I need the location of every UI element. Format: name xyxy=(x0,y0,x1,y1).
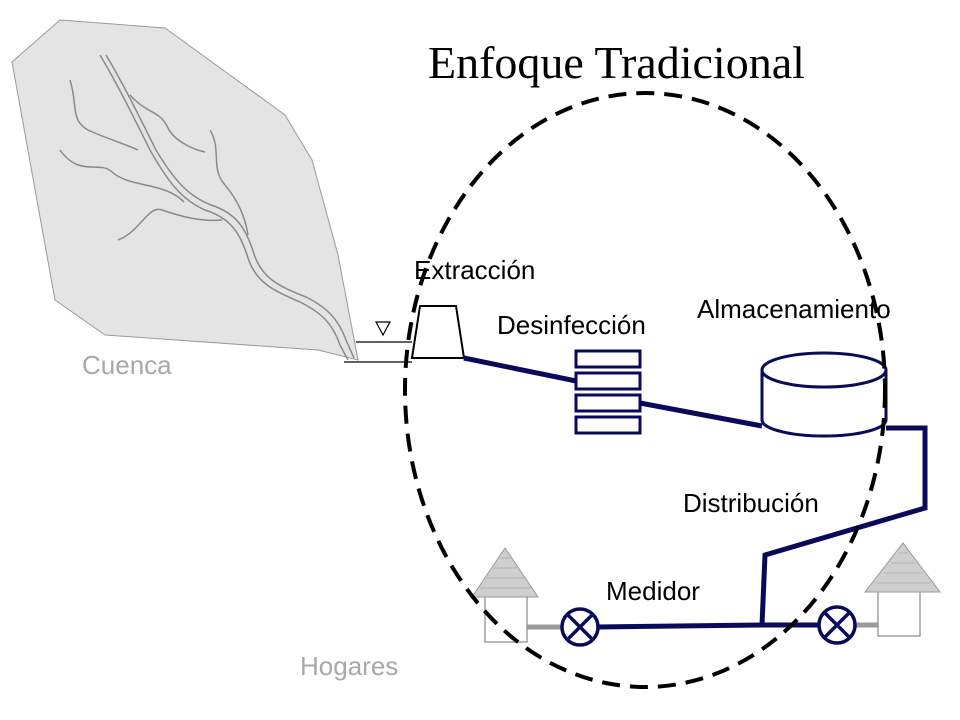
house-left-roof-texture xyxy=(480,557,531,589)
meter-left-icon xyxy=(560,607,600,647)
label-extraccion: Extracción xyxy=(414,255,535,285)
tributary-2 xyxy=(59,149,185,203)
watershed-group xyxy=(11,19,359,361)
label-desinfeccion: Desinfección xyxy=(497,310,646,340)
main-river-right-bank xyxy=(105,54,355,359)
house-right-roof xyxy=(863,542,942,593)
tributary-5 xyxy=(117,208,223,241)
house-right-roof-texture xyxy=(876,552,930,584)
storage-tank-icon xyxy=(760,351,888,438)
meter-right-icon xyxy=(817,605,857,645)
river-network xyxy=(59,54,355,361)
tributary-3 xyxy=(129,94,206,153)
disinfection-module-2 xyxy=(574,371,642,391)
disinfection-unit xyxy=(574,349,642,435)
main-river-left-bank xyxy=(99,54,349,361)
pipeline xyxy=(463,355,928,630)
label-almacenamiento: Almacenamiento xyxy=(697,294,891,324)
tributary-1 xyxy=(69,79,139,151)
page-title: Enfoque Tradicional xyxy=(428,37,805,88)
tributary-4 xyxy=(209,129,249,236)
extraction-structure-icon xyxy=(410,305,466,359)
house-right-icon xyxy=(863,542,942,637)
water-level-symbol xyxy=(344,321,412,363)
disinfection-module-4 xyxy=(574,415,642,435)
house-left-roof xyxy=(471,547,539,598)
pipe-service-left xyxy=(597,622,763,630)
disinfection-module-3 xyxy=(574,393,642,413)
watershed-shape xyxy=(11,19,359,361)
label-distribucion: Distribución xyxy=(683,488,819,518)
pipe-disinfection-to-storage xyxy=(639,400,763,429)
system-boundary xyxy=(403,91,887,689)
label-hogares: Hogares xyxy=(300,651,398,681)
water-level-triangle-icon xyxy=(374,321,392,337)
house-right-wall xyxy=(877,589,921,637)
disinfection-module-1 xyxy=(574,349,642,369)
pipe-distribution-main xyxy=(759,425,928,626)
label-cuenca: Cuenca xyxy=(82,350,172,380)
label-medidor: Medidor xyxy=(606,576,700,606)
pipe-extraction-to-disinfection xyxy=(463,355,577,384)
tank-top xyxy=(760,351,888,389)
